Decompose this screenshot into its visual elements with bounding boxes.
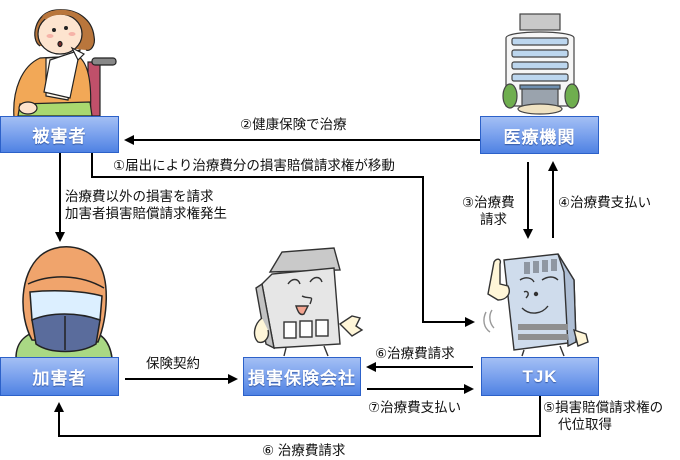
mouth [521,305,549,314]
injured-person-in-wheelchair-icon [13,9,117,118]
insurance-contract-label: 保険契約 [146,356,200,371]
medical-institution-box: 医療機関 [480,116,599,154]
window-row [511,61,569,70]
step6-insurer-label: ⑥治療費請求 [375,346,455,361]
arm-sling [43,49,81,99]
window [299,320,313,338]
victim-box: 被害者 [0,116,119,153]
hand [18,101,38,115]
pointing-office-building-icon [483,253,589,357]
left-eye [287,278,301,285]
wheelchair-handle [91,57,117,66]
damages-claim-arrowhead [55,232,65,242]
mouth [295,305,310,316]
right-eye [541,276,559,281]
step1-arrowhead [465,317,475,327]
step2-arrowhead [124,135,134,145]
right-hand [338,315,364,337]
tree-right [564,83,580,109]
helmeted-rider-icon [15,246,113,358]
smiling-office-building-icon [253,247,364,357]
face-mask [31,313,101,353]
tjk-box: TJK [481,357,599,396]
step5-label-line2: 代位取得 [558,417,612,432]
step7-arrowhead [464,384,474,394]
victim-label: 被害者 [32,127,87,146]
step1-arrow-line [91,153,466,323]
insurance-company-box: 損害保険会社 [243,357,361,396]
step4-label: ④治療費支払い [558,195,652,210]
window-row [511,73,569,82]
step2-label: ②健康保険で治療 [240,117,347,132]
insurance-contract-arrowhead [228,374,238,384]
left-hand [253,317,270,344]
window [283,321,297,339]
step4-arrowhead [548,161,558,171]
insurance-company-label: 損害保険会社 [248,369,356,388]
step3-arrowhead [523,229,533,239]
other-damages-label-line1: 治療費以外の損害を請求 [65,189,214,204]
window [315,319,329,337]
perpetrator-label: 加害者 [32,369,87,388]
step5-label-line1: ⑤損害賠償請求権の [543,400,664,415]
right-eye [309,276,323,283]
step1-label: ①届出により治療費分の損害賠償請求権が移動 [113,158,395,173]
step6-perpetrator-label: ⑥ 治療費請求 [262,443,346,458]
step3-label-line2: 請求 [480,212,507,227]
step6-insurer-arrowhead [366,362,376,372]
left-eye [519,277,535,283]
perpetrator-box: 加害者 [0,357,119,396]
medical-institution-label: 医療機関 [503,127,576,147]
step6-perpetrator-arrow-line [58,396,541,437]
step3-label-line1: ③治療費 [462,195,515,210]
step6-perpetrator-arrowhead [54,402,64,412]
rooftop [519,13,561,31]
window-row [511,49,569,58]
tjk-label: TJK [522,366,558,386]
hospital-building-icon [502,13,580,115]
other-damages-label-line2: 加害者損害賠償請求権発生 [65,206,227,221]
tree-left [502,83,518,109]
entrance-path [517,103,563,115]
pointing-hand [487,258,510,301]
window-row [511,37,569,46]
step7-label: ⑦治療費支払い [368,400,462,415]
